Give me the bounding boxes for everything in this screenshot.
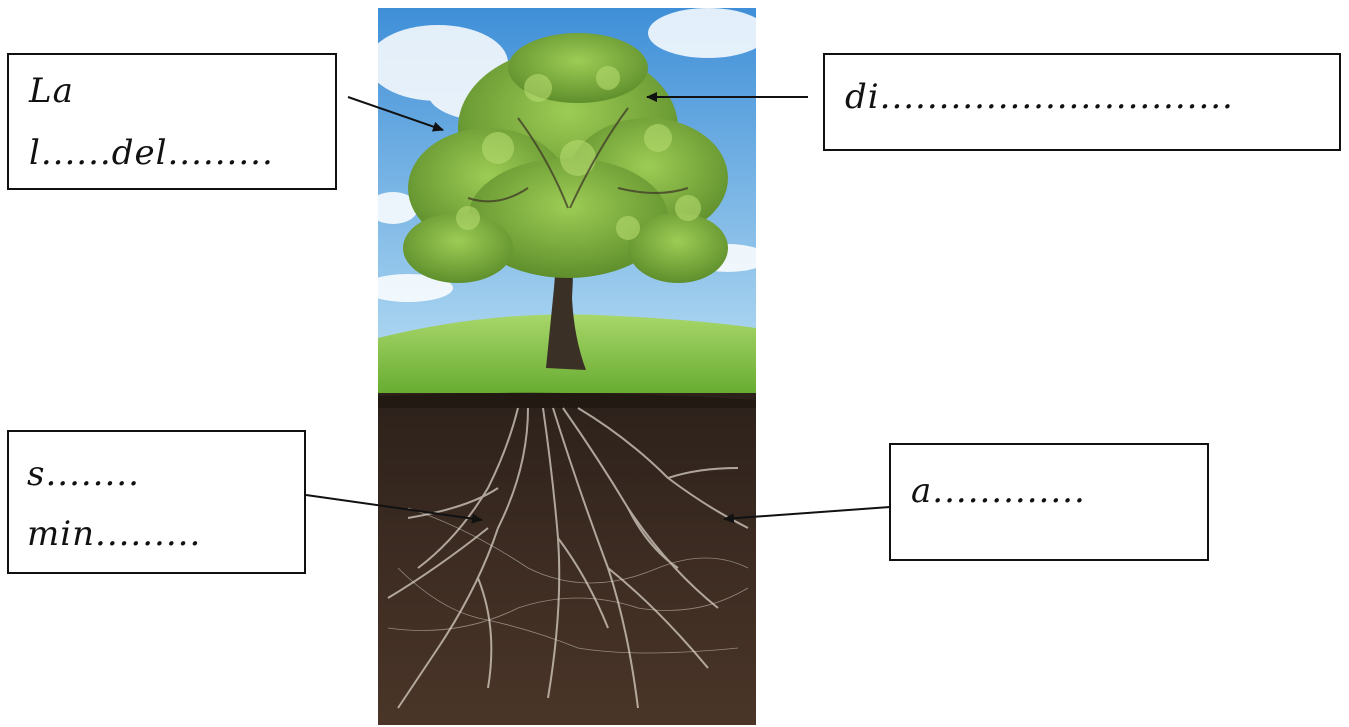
- roots: [387, 407, 749, 709]
- label-roots-line1: s........: [27, 454, 140, 494]
- label-leaves-line2: l......del.........: [29, 133, 274, 173]
- label-box-roots-right: a.............: [889, 443, 1209, 561]
- label-box-leaves: La l......del.........: [7, 53, 337, 190]
- soil: [378, 393, 756, 725]
- tree-with-roots-illustration: [378, 8, 756, 725]
- label-box-green: di..............................: [823, 53, 1341, 151]
- label-green: di..............................: [845, 77, 1234, 117]
- label-roots-line2: min.........: [27, 514, 202, 554]
- label-roots-right: a.............: [911, 471, 1086, 511]
- label-leaves-line1: La: [29, 71, 74, 111]
- label-box-roots-left: s........ min.........: [7, 430, 306, 574]
